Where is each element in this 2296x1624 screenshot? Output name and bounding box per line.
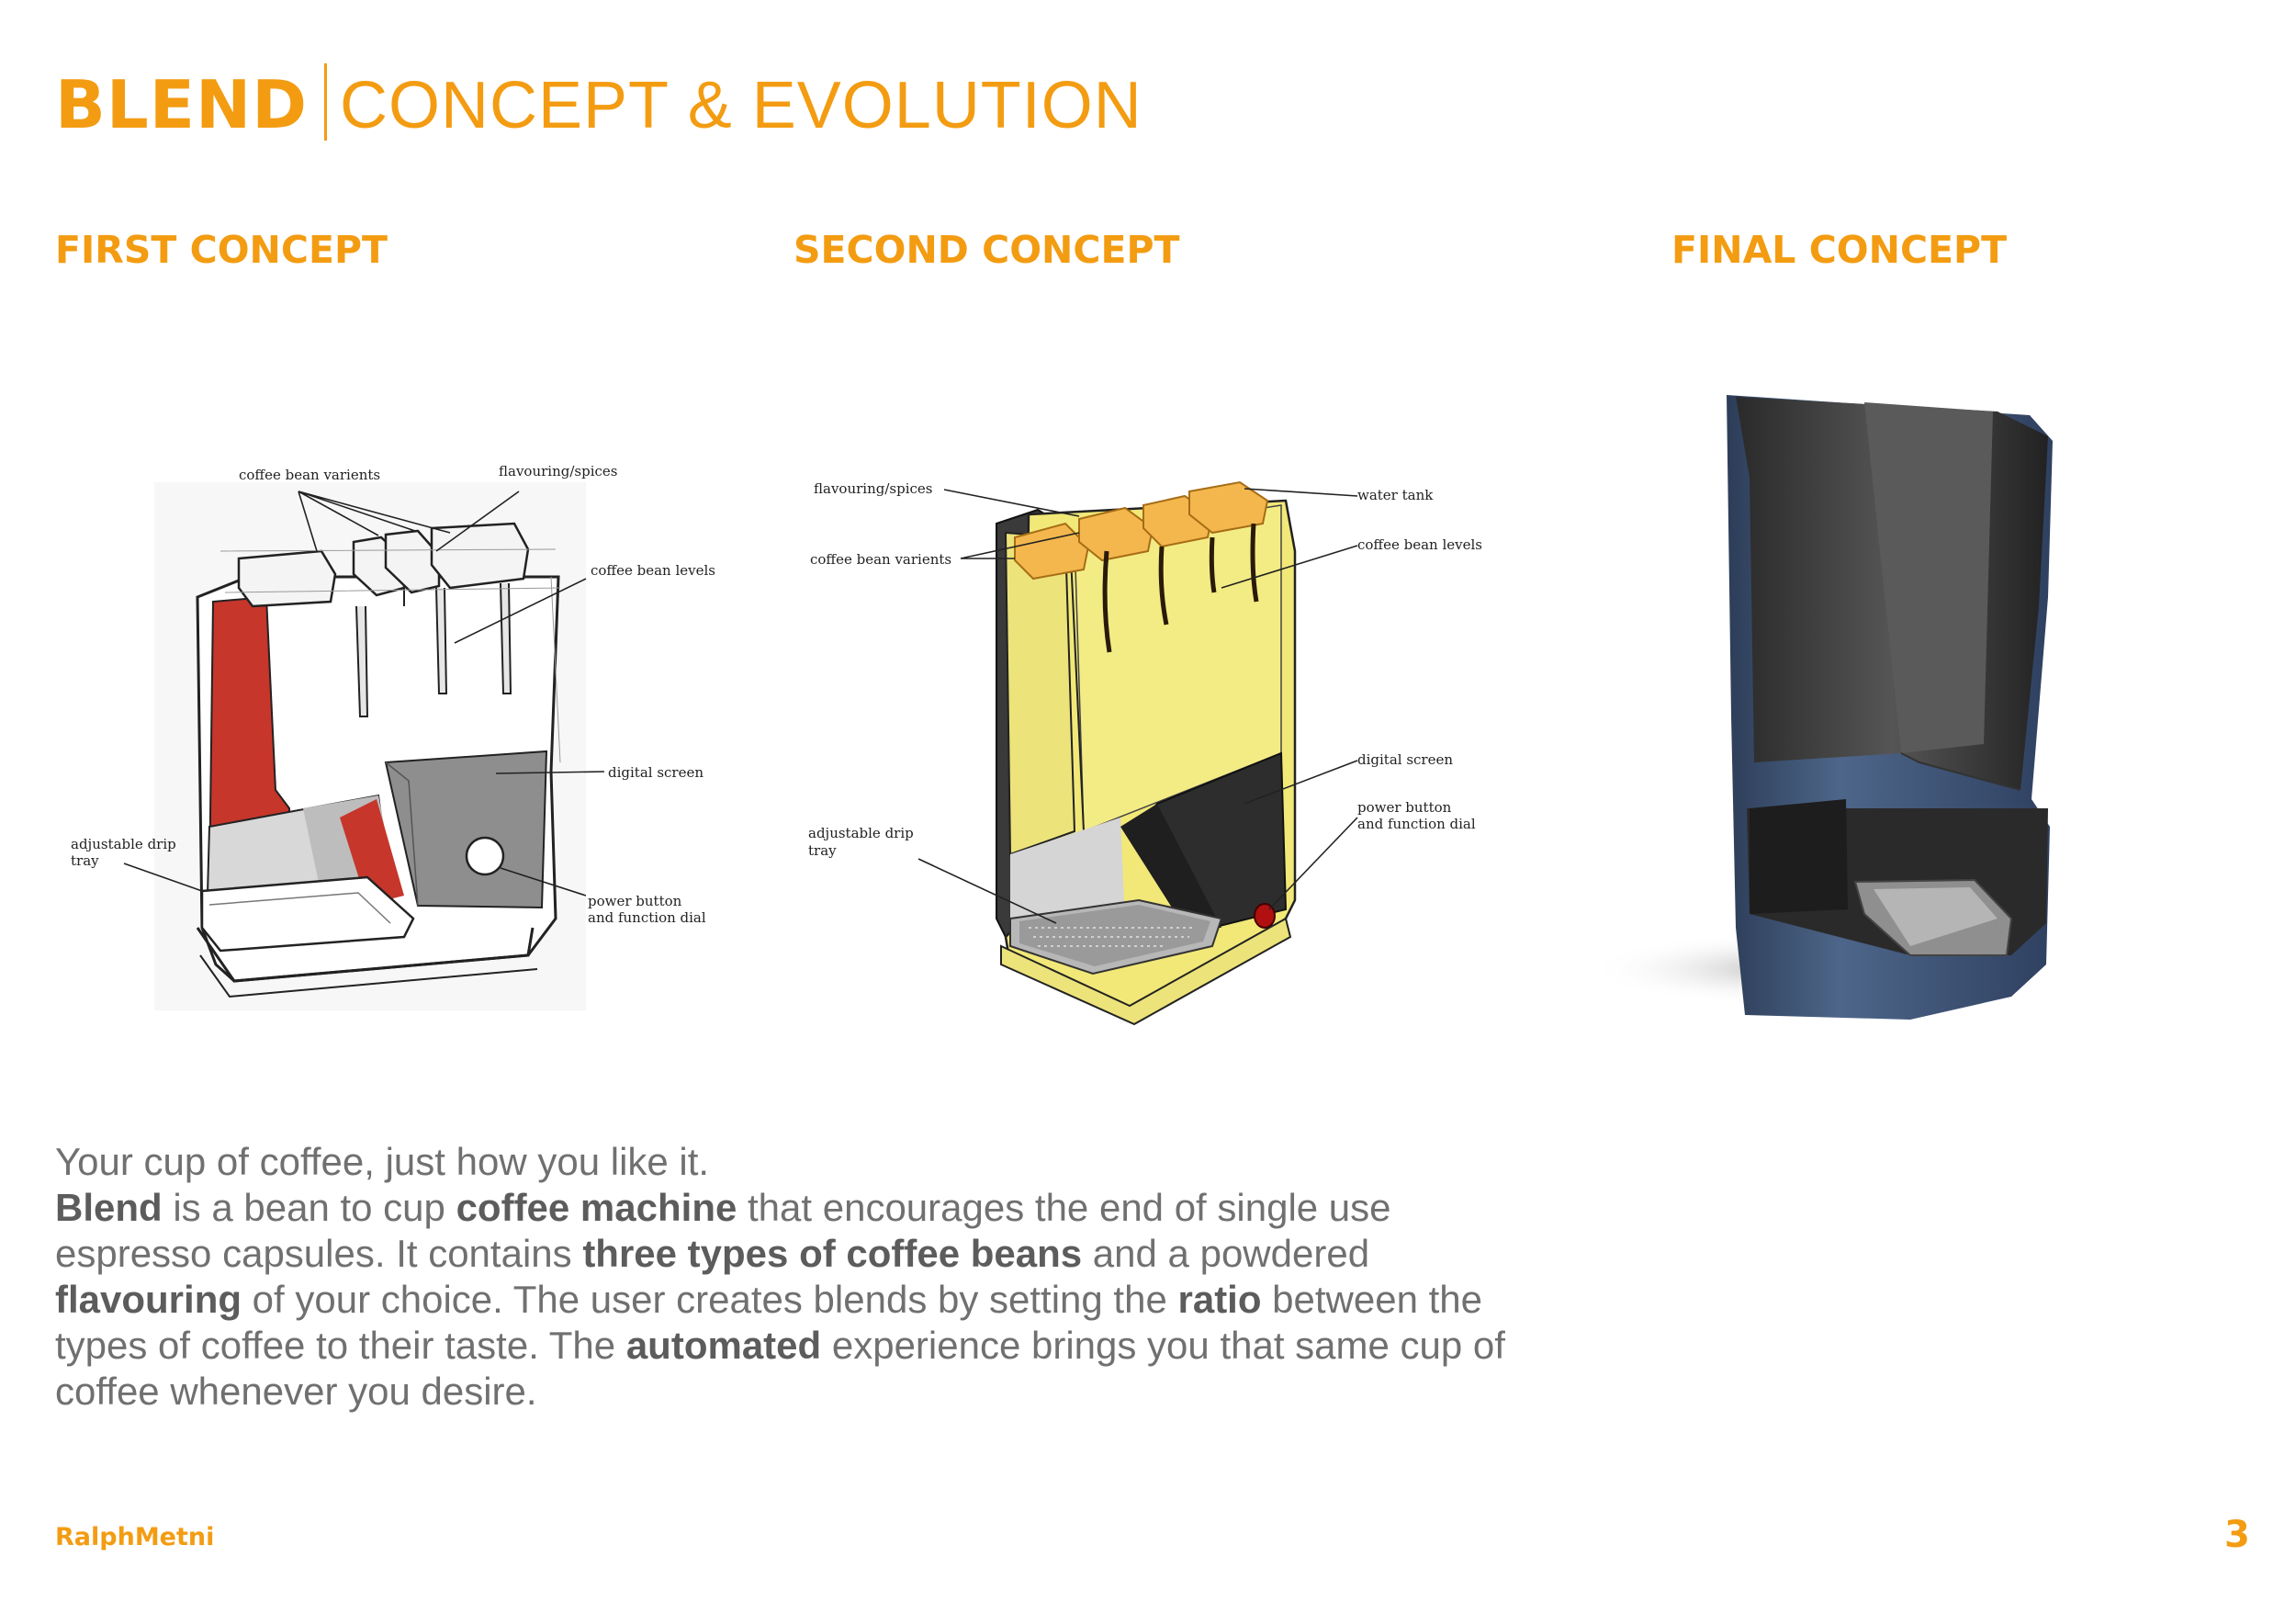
page-title: BLEND CONCEPT & EVOLUTION	[55, 59, 1142, 152]
label-coffee-bean-varients: coffee bean varients	[239, 467, 381, 483]
bold-ratio: ratio	[1177, 1278, 1262, 1321]
title-divider	[323, 63, 327, 141]
label-flavouring-spices: flavouring/spices	[499, 463, 618, 479]
label-tray: tray	[808, 842, 837, 859]
label-digital-screen: digital screen	[608, 764, 704, 781]
page-number: 3	[2224, 1514, 2250, 1556]
description-text: between the types of coffee to their tas…	[55, 1278, 1483, 1367]
label-power-button: power button	[588, 893, 682, 909]
label-function-dial: and function dial	[1357, 816, 1476, 832]
bold-blend: Blend	[55, 1186, 163, 1229]
heading-second-concept: SECOND CONCEPT	[793, 228, 1180, 272]
label-flavouring-spices: flavouring/spices	[814, 480, 933, 497]
title-brand: BLEND	[55, 66, 308, 143]
description-paragraph: Blend is a bean to cup coffee machine th…	[55, 1185, 1525, 1415]
title-subtitle: CONCEPT & EVOLUTION	[339, 69, 1142, 142]
heading-final-concept: FINAL CONCEPT	[1671, 228, 2008, 272]
description: Your cup of coffee, just how you like it…	[55, 1139, 1525, 1415]
label-coffee-bean-varients: coffee bean varients	[810, 551, 952, 568]
description-text: experience brings you that same cup of c…	[55, 1324, 1505, 1413]
footer-author: RalphMetni	[55, 1523, 215, 1551]
label-water-tank: water tank	[1357, 487, 1434, 503]
description-tagline: Your cup of coffee, just how you like it…	[55, 1140, 710, 1183]
description-text: and a powdered	[1082, 1232, 1370, 1275]
label-tray: tray	[71, 852, 99, 869]
bold-flavouring: flavouring	[55, 1278, 242, 1321]
label-function-dial: and function dial	[588, 909, 706, 926]
label-coffee-bean-levels: coffee bean levels	[1357, 536, 1482, 553]
label-power-button: power button	[1357, 799, 1452, 816]
label-digital-screen: digital screen	[1357, 751, 1454, 768]
label-adjustable-drip: adjustable drip	[71, 836, 176, 852]
bold-automated: automated	[625, 1324, 822, 1367]
label-adjustable-drip: adjustable drip	[808, 825, 914, 841]
description-text: is a bean to cup	[162, 1186, 456, 1229]
description-text: that encourages the end of single use es…	[55, 1186, 1391, 1275]
heading-first-concept: FIRST CONCEPT	[55, 228, 388, 272]
bold-coffee-machine: coffee machine	[456, 1186, 737, 1229]
bold-three-types: three types of coffee beans	[582, 1232, 1083, 1275]
description-text: of your choice. The user creates blends …	[242, 1278, 1178, 1321]
label-coffee-bean-levels: coffee bean levels	[591, 562, 715, 579]
